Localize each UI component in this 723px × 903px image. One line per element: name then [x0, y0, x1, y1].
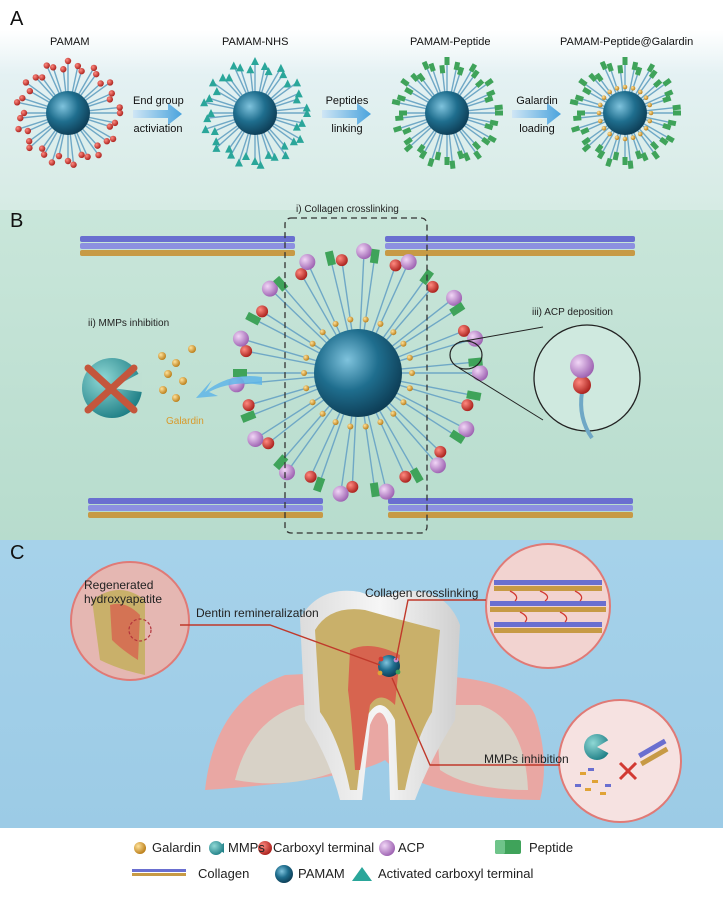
label-dentin-remineralization: Dentin remineralization [196, 606, 319, 620]
crosslinking-highlight-box [284, 217, 428, 534]
panel-a-letter: A [10, 8, 24, 30]
step-3-bottom: loading [519, 123, 555, 135]
label-regenerated-line2: hydroxyapatite [84, 592, 163, 606]
arrow-loading [512, 103, 561, 125]
legend-galardin-label: Galardin [152, 840, 202, 855]
pamam-peptide-molecule [391, 56, 503, 169]
collagen-fibril-top-left [80, 236, 295, 256]
label-mmps-inhibition: ii) MMPs inhibition [88, 318, 170, 329]
label-collagen-crosslinking: i) Collagen crosslinking [296, 204, 399, 215]
acp-zoom-circle [449, 324, 641, 440]
pamam-nanoparticle-large [228, 243, 488, 502]
collagen-fibril-bottom-left [88, 498, 323, 518]
callout-line-mmps [391, 677, 560, 766]
panel-b-letter: B [10, 210, 24, 232]
pamam-nanoparticle-small [377, 655, 401, 677]
label-collagen-crosslinking-c: Collagen crosslinking [365, 586, 479, 600]
stage-label-pamam-peptide: PAMAM-Peptide [410, 36, 491, 48]
crosslinking-zoom [485, 543, 611, 669]
arrow-linking [322, 103, 371, 125]
legend-mmps-label: MMPs [228, 840, 265, 855]
callout-line-dentin [180, 624, 381, 666]
arrow-activation [133, 103, 182, 125]
legend-acp-label: ACP [398, 840, 425, 855]
pulp-chamber [348, 646, 400, 770]
step-1-top: End group [133, 95, 184, 107]
legend-pamam-icon [275, 865, 293, 883]
label-mmps-inhibition-c: MMPs inhibition [484, 752, 569, 766]
legend-carboxyl-icon [258, 841, 272, 855]
callout-line-crosslinking [395, 599, 486, 661]
release-arrow [196, 376, 262, 398]
galardin-particles [158, 345, 196, 402]
legend-carboxyl-label: Carboxyl terminal [273, 840, 375, 855]
legend-pamam-label: PAMAM [298, 866, 345, 881]
dentin-layer [315, 609, 440, 790]
legend-activated-label: Activated carboxyl terminal [378, 866, 534, 881]
stage-label-pamam-peptide-galardin: PAMAM-Peptide@Galardin [560, 36, 694, 48]
stage-label-pamam-nhs: PAMAM-NHS [222, 36, 289, 48]
label-acp-deposition: iii) ACP deposition [532, 307, 613, 318]
pamam-molecule [13, 57, 124, 168]
legend [132, 840, 521, 883]
legend-peptide-label: Peptide [529, 840, 574, 855]
collagen-fibril-bottom-right [388, 498, 633, 518]
label-regenerated-line1: Regenerated [84, 578, 154, 592]
bone-right [435, 705, 528, 790]
pamam-nhs-molecule [200, 57, 311, 169]
step-1-bottom: activiation [133, 123, 183, 135]
step-2-bottom: linking [331, 123, 363, 135]
mmp-enzyme-blocked-icon [82, 358, 142, 418]
panel-c-letter: C [10, 542, 25, 564]
legend-activated-icon [352, 867, 372, 881]
pamam-peptide-galardin-molecule [569, 56, 681, 169]
label-galardin: Galardin [166, 416, 204, 427]
step-2-top: Peptides [325, 95, 369, 107]
stage-label-pamam: PAMAM [50, 36, 90, 48]
legend-collagen-label: Collagen [198, 866, 250, 881]
legend-galardin-icon [134, 842, 146, 854]
hydroxyapatite-zoom [70, 561, 190, 681]
step-3-top: Galardin [516, 95, 558, 107]
legend-mmps-icon [209, 841, 224, 855]
mmps-inhibition-zoom [558, 699, 682, 823]
legend-collagen-icon [132, 869, 186, 876]
legend-acp-icon [379, 840, 395, 856]
collagen-fibril-top-right [385, 236, 635, 256]
